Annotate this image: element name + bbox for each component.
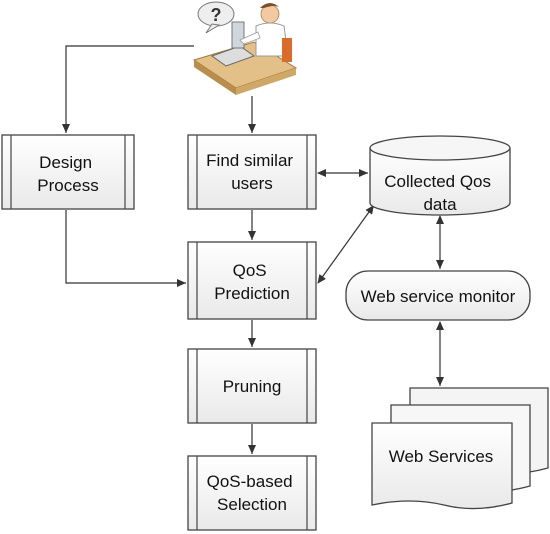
- qos-prediction-box: QoS Prediction: [187, 241, 317, 320]
- svg-text:Web service monitor: Web service monitor: [361, 287, 516, 306]
- question-bubble-icon: ?: [197, 1, 235, 34]
- design-process-box: Design Process: [1, 134, 135, 210]
- find-similar-users-label-line2: users: [231, 174, 273, 193]
- user-at-desk-icon: ?: [192, 1, 298, 95]
- arrow-user-to-design-process: [62, 45, 194, 133]
- connectors: [62, 45, 444, 454]
- svg-text:QoS-based Selection: QoS-based Selection: [207, 472, 298, 514]
- svg-text:Web Services: Web Services: [389, 447, 494, 466]
- svg-text:Pruning: Pruning: [223, 377, 282, 396]
- svg-text:Design Process: Design Process: [37, 153, 98, 195]
- qos-prediction-label-line2: Prediction: [214, 284, 290, 303]
- svg-text:Find similar users: Find similar users: [206, 151, 298, 193]
- design-process-label-line2: Process: [37, 176, 98, 195]
- collected-qos-data-label-line2: data: [423, 195, 457, 214]
- web-service-monitor-label: Web service monitor: [361, 287, 516, 306]
- pruning-label: Pruning: [223, 377, 282, 396]
- arrow-design-process-to-qos-prediction: [65, 210, 186, 287]
- collected-qos-data-database: Collected Qos data: [369, 135, 511, 216]
- qos-based-selection-label-line1: QoS-based: [207, 472, 293, 491]
- arrow-qos-prediction-collected-data: [317, 204, 375, 284]
- web-services-documents: Web Services: [371, 387, 549, 510]
- design-process-label-line1: Design: [39, 153, 92, 172]
- web-services-label: Web Services: [389, 447, 494, 466]
- qos-based-selection-label-line2: Selection: [217, 495, 287, 514]
- pruning-box: Pruning: [187, 348, 317, 424]
- svg-text:Collected Qos data: Collected Qos data: [384, 172, 496, 214]
- find-similar-users-label-line1: Find similar: [206, 151, 293, 170]
- find-similar-users-box: Find similar users: [187, 134, 317, 210]
- qos-based-selection-box: QoS-based Selection: [187, 455, 317, 531]
- web-service-monitor-box: Web service monitor: [345, 270, 531, 321]
- svg-text:QoS Prediction: QoS Prediction: [214, 261, 290, 303]
- qos-prediction-label-line1: QoS: [233, 261, 267, 280]
- question-mark-glyph: ?: [211, 5, 222, 25]
- collected-qos-data-label-line1: Collected Qos: [384, 172, 491, 191]
